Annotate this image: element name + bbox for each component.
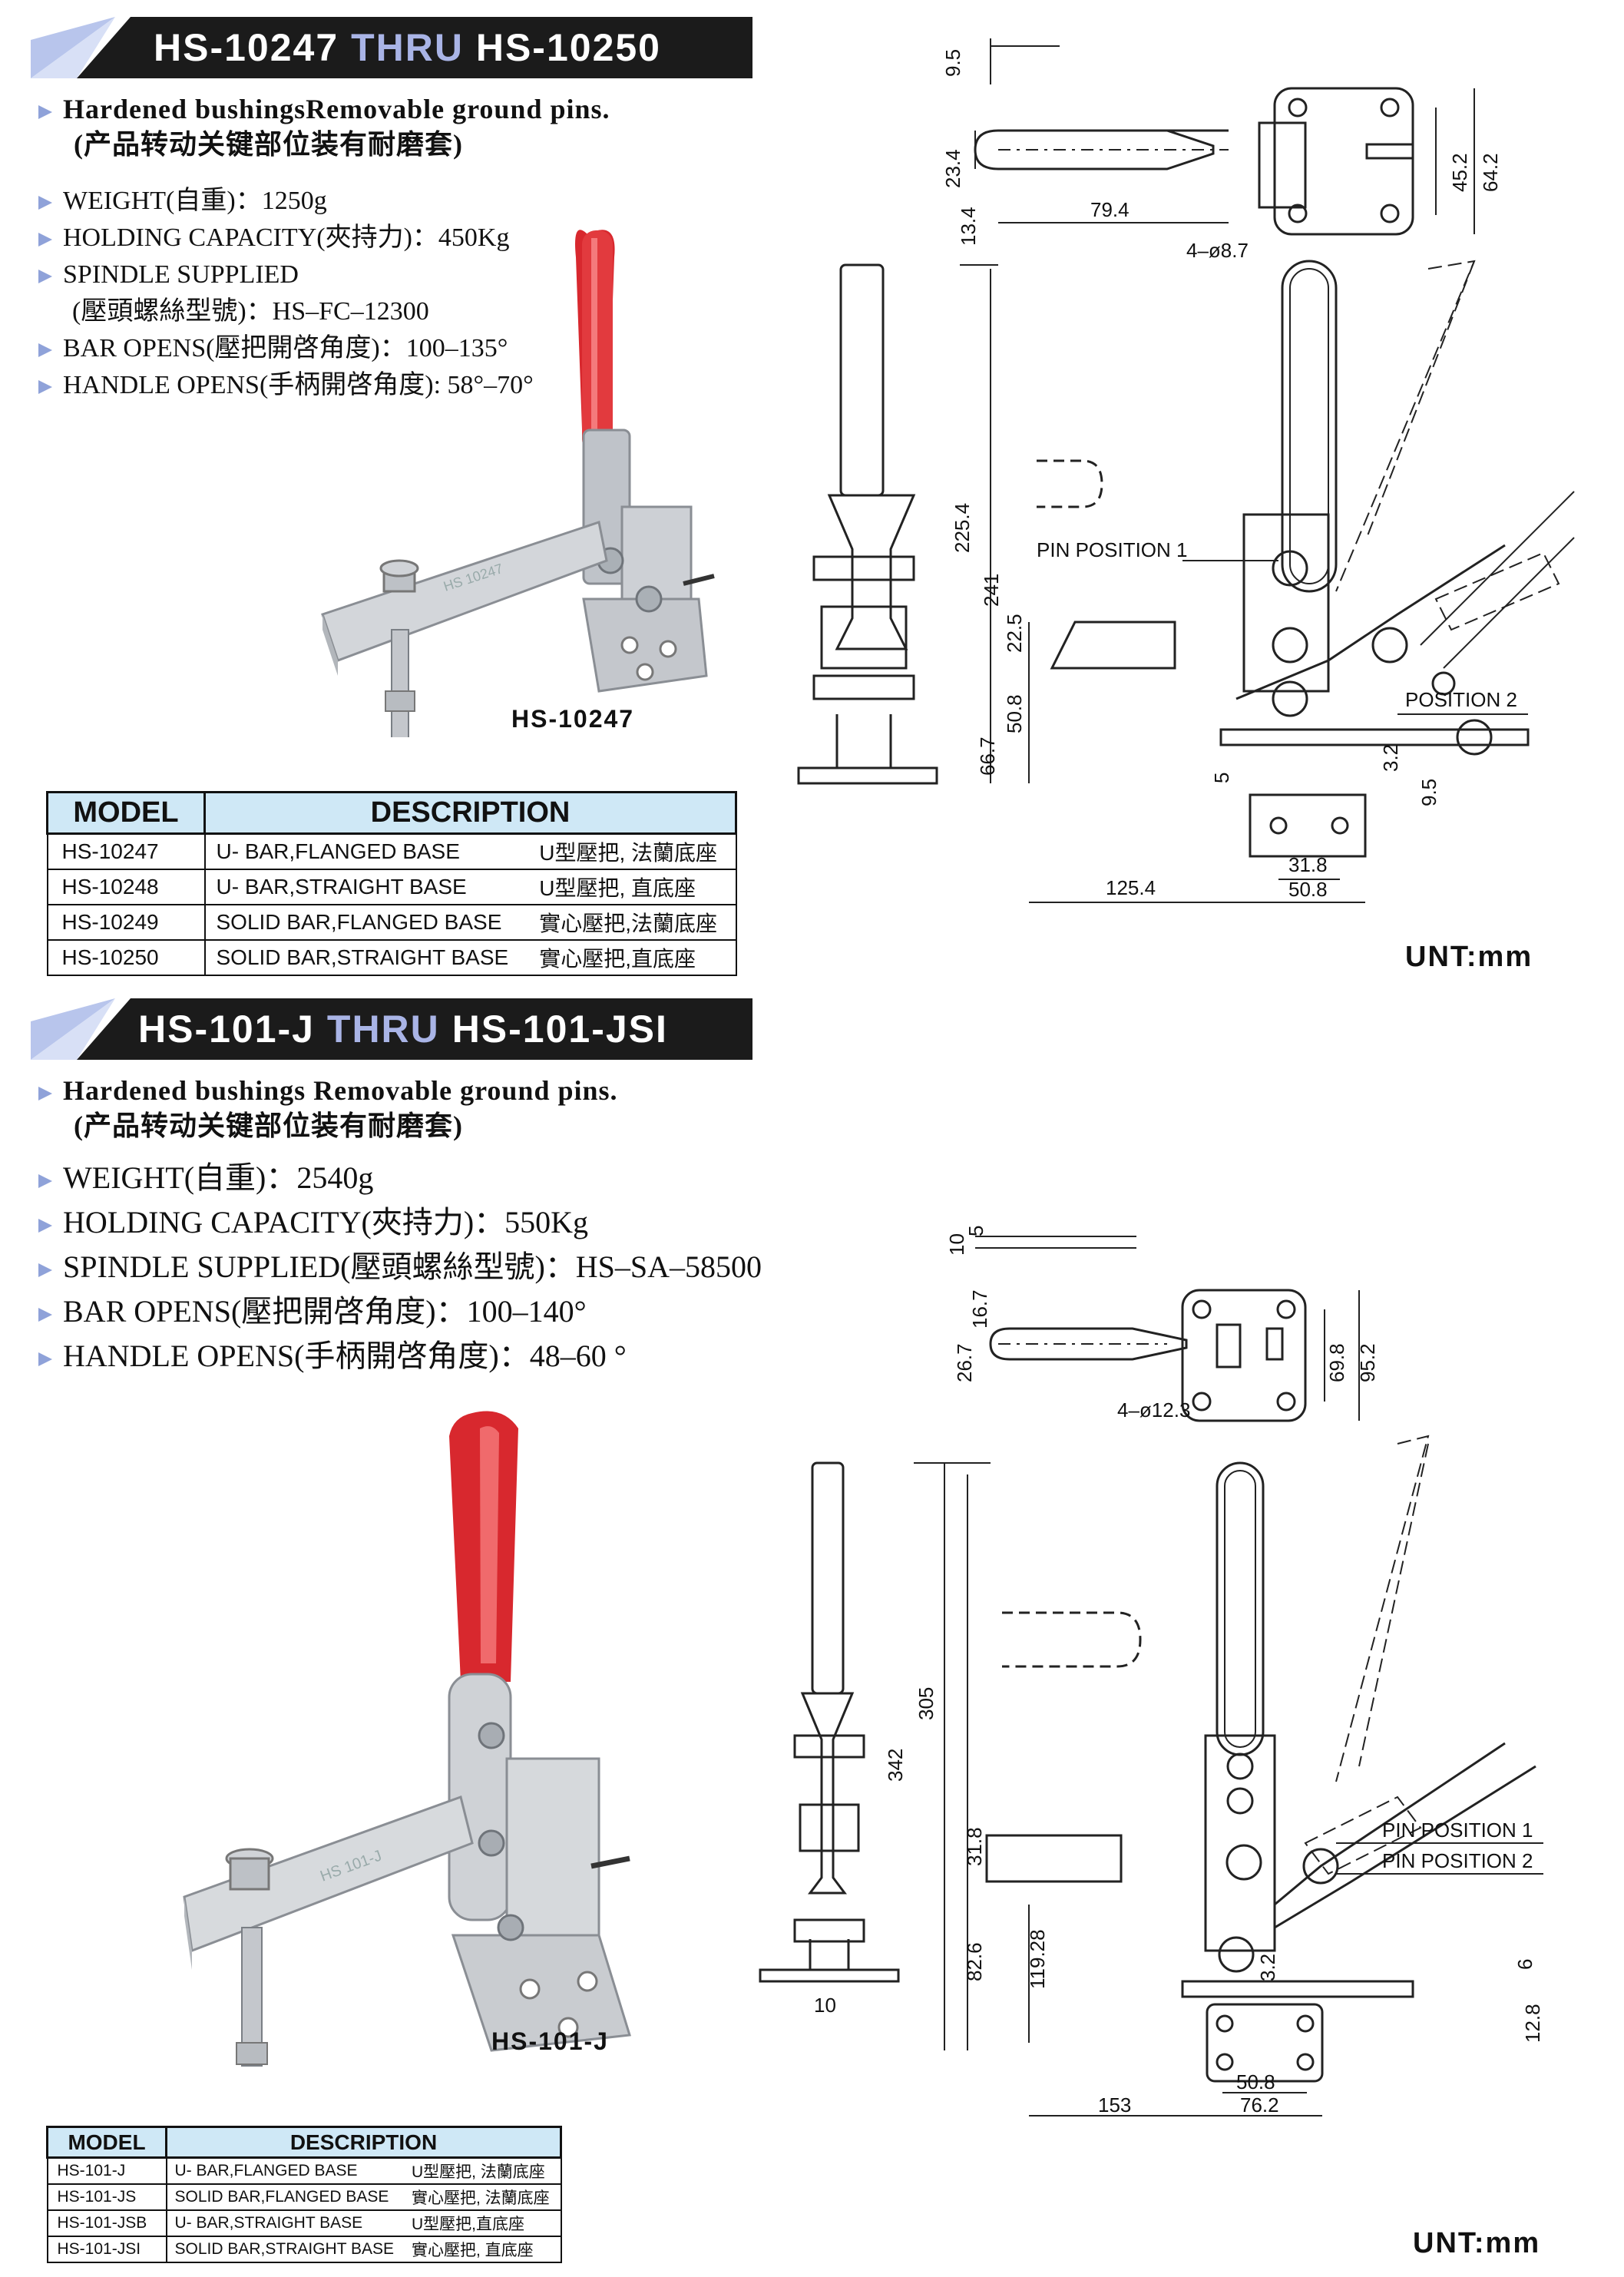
banner-triangle-icon (31, 998, 115, 1060)
dim-label: 153 (1098, 2093, 1131, 2116)
bullet-icon (38, 380, 52, 395)
dim-label: 16.7 (968, 1289, 991, 1329)
bullet-icon (38, 1218, 52, 1233)
bullet-icon (38, 343, 52, 358)
section1-photo-caption: HS-10247 (511, 705, 635, 733)
spec-spindle: SPINDLE SUPPLIED (63, 260, 299, 289)
dim-label: 82.6 (963, 1942, 986, 1981)
dim-label: 26.7 (953, 1343, 976, 1382)
bullet-icon (38, 196, 52, 210)
dim-label: 9.5 (1417, 779, 1440, 806)
dim-label: 45.2 (1448, 153, 1471, 192)
dim-label: 342 (884, 1749, 907, 1782)
position-2-label: POSITION 2 (1405, 688, 1517, 711)
dim-label: 50.8 (1003, 694, 1026, 733)
banner-triangle-icon (31, 17, 115, 78)
pin-position-1-label: PIN POSITION 1 (1382, 1819, 1533, 1842)
spec-weight: WEIGHT(自重)：2540g (63, 1160, 374, 1195)
dim-label: 31.8 (1288, 853, 1328, 876)
table-header-model: MODEL (46, 791, 206, 835)
section1-banner: HS-10247 THRU HS-10250 (31, 17, 752, 78)
bullet-icon (38, 1086, 52, 1100)
dim-label: 9.5 (941, 49, 964, 77)
table-row: HS-10250 SOLID BAR,STRAIGHT BASE 實心壓把,直底… (46, 938, 737, 976)
pin-position-2-label: PIN POSITION 2 (1382, 1849, 1533, 1872)
bullet-icon (38, 270, 52, 284)
table-header-description: DESCRIPTION (165, 2126, 562, 2159)
dim-label: 5 (1210, 773, 1233, 783)
dim-label: 4–ø12.3 (1117, 1398, 1190, 1421)
dim-label: 31.8 (963, 1827, 986, 1866)
dim-label: 23.4 (941, 149, 964, 188)
section2-model-table: MODEL DESCRIPTION HS-101-J U- BAR,FLANGE… (46, 2126, 562, 2263)
dim-label: 241 (980, 574, 1003, 607)
section2-title: HS-101-J THRU HS-101-JSI (138, 1008, 668, 1051)
section2-headline: Hardened bushings Removable ground pins. (38, 1072, 618, 1109)
table-row: HS-10249 SOLID BAR,FLANGED BASE 實心壓把,法蘭底… (46, 903, 737, 941)
dim-label: 3.2 (1256, 1954, 1279, 1981)
dim-label: 50.8 (1288, 878, 1328, 901)
section2-product-photo: HS 101-J (183, 1411, 631, 2067)
dim-label: 4–ø8.7 (1186, 239, 1249, 262)
section2-technical-drawing: 10 5 16.7 26.7 69.8 95.2 4–ø12.3 10 342 … (759, 1226, 1544, 2116)
spec-bar-opens: BAR OPENS(壓把開啓角度)：100–135° (63, 334, 508, 362)
dim-label: 10 (814, 1994, 836, 2017)
bullet-icon (38, 1263, 52, 1277)
bullet-icon (38, 104, 52, 119)
dim-label: 125.4 (1106, 876, 1156, 899)
spec-handle-opens: HANDLE OPENS(手柄開啓角度)：48–60 ° (63, 1339, 627, 1373)
section1-product-photo: HS 10247 (321, 230, 715, 737)
section1-headline: Hardened bushingsRemovable ground pins. (38, 91, 610, 127)
section2-photo-caption: HS-101-J (491, 2027, 609, 2055)
section1-model-table: MODEL DESCRIPTION HS-10247 U- BAR,FLANGE… (46, 791, 737, 976)
dim-label: 3.2 (1379, 744, 1402, 772)
dim-label: 76.2 (1240, 2093, 1279, 2116)
table-row: HS-10247 U- BAR,FLANGED BASE U型壓把, 法蘭底座 (46, 832, 737, 870)
section1-headline-cn: (产品转动关键部位装有耐磨套) (74, 129, 463, 160)
section2-banner: HS-101-J THRU HS-101-JSI (31, 998, 752, 1060)
table-row: HS-101-JSI SOLID BAR,STRAIGHT BASE 實心壓把,… (46, 2236, 562, 2263)
dim-label: 5 (964, 1226, 987, 1236)
dim-label: 64.2 (1479, 153, 1502, 192)
section1-unit-label: UNT:mm (1405, 941, 1533, 973)
dim-label: 50.8 (1236, 2070, 1275, 2093)
dim-label: 10 (945, 1233, 968, 1256)
table-header-model: MODEL (46, 2126, 167, 2159)
table-header-description: DESCRIPTION (203, 791, 737, 835)
spec-spindle: SPINDLE SUPPLIED(壓頭螺絲型號)：HS–SA–58500 (63, 1249, 762, 1284)
dim-label: 225.4 (951, 503, 974, 553)
table-row: HS-101-JS SOLID BAR,FLANGED BASE 實心壓把, 法… (46, 2183, 562, 2211)
spec-holding: HOLDING CAPACITY(夾持力)：450Kg (63, 223, 510, 252)
dim-label: 79.4 (1090, 198, 1130, 221)
section2-headline-cn: (产品转动关键部位装有耐磨套) (74, 1110, 463, 1141)
dim-label: 305 (915, 1687, 938, 1720)
spec-weight: WEIGHT(自重)：1250g (63, 187, 327, 215)
table-row: HS-101-JSB U- BAR,STRAIGHT BASE U型壓把,直底座 (46, 2209, 562, 2237)
table-row: HS-101-J U- BAR,FLANGED BASE U型壓把, 法蘭底座 (46, 2156, 562, 2185)
dim-label: 12.8 (1521, 2004, 1544, 2043)
spec-handle-opens: HANDLE OPENS(手柄開啓角度): 58°–70° (63, 371, 534, 399)
bullet-icon (38, 1352, 52, 1366)
bullet-icon (38, 233, 52, 247)
dim-label: 13.4 (957, 207, 980, 246)
spec-bar-opens: BAR OPENS(壓把開啓角度)：100–140° (63, 1294, 587, 1329)
bullet-icon (38, 1173, 52, 1188)
section1-technical-drawing: 9.5 23.4 13.4 79.4 45.2 64.2 4–ø8.7 225.… (797, 38, 1575, 903)
dim-label: 6 (1513, 1959, 1536, 1970)
dim-label: 22.5 (1003, 614, 1026, 653)
spec-spindle-model: (壓頭螺絲型號)：HS–FC–12300 (72, 297, 429, 326)
pin-position-1-label: PIN POSITION 1 (1037, 538, 1188, 561)
table-row: HS-10248 U- BAR,STRAIGHT BASE U型壓把, 直底座 (46, 868, 737, 905)
dim-label: 66.7 (976, 736, 999, 776)
section1-title: HS-10247 THRU HS-10250 (154, 26, 661, 69)
spec-holding: HOLDING CAPACITY(夾持力)：550Kg (63, 1205, 589, 1239)
dim-label: 69.8 (1325, 1343, 1348, 1382)
section2-unit-label: UNT:mm (1413, 2227, 1541, 2259)
bullet-icon (38, 1307, 52, 1322)
